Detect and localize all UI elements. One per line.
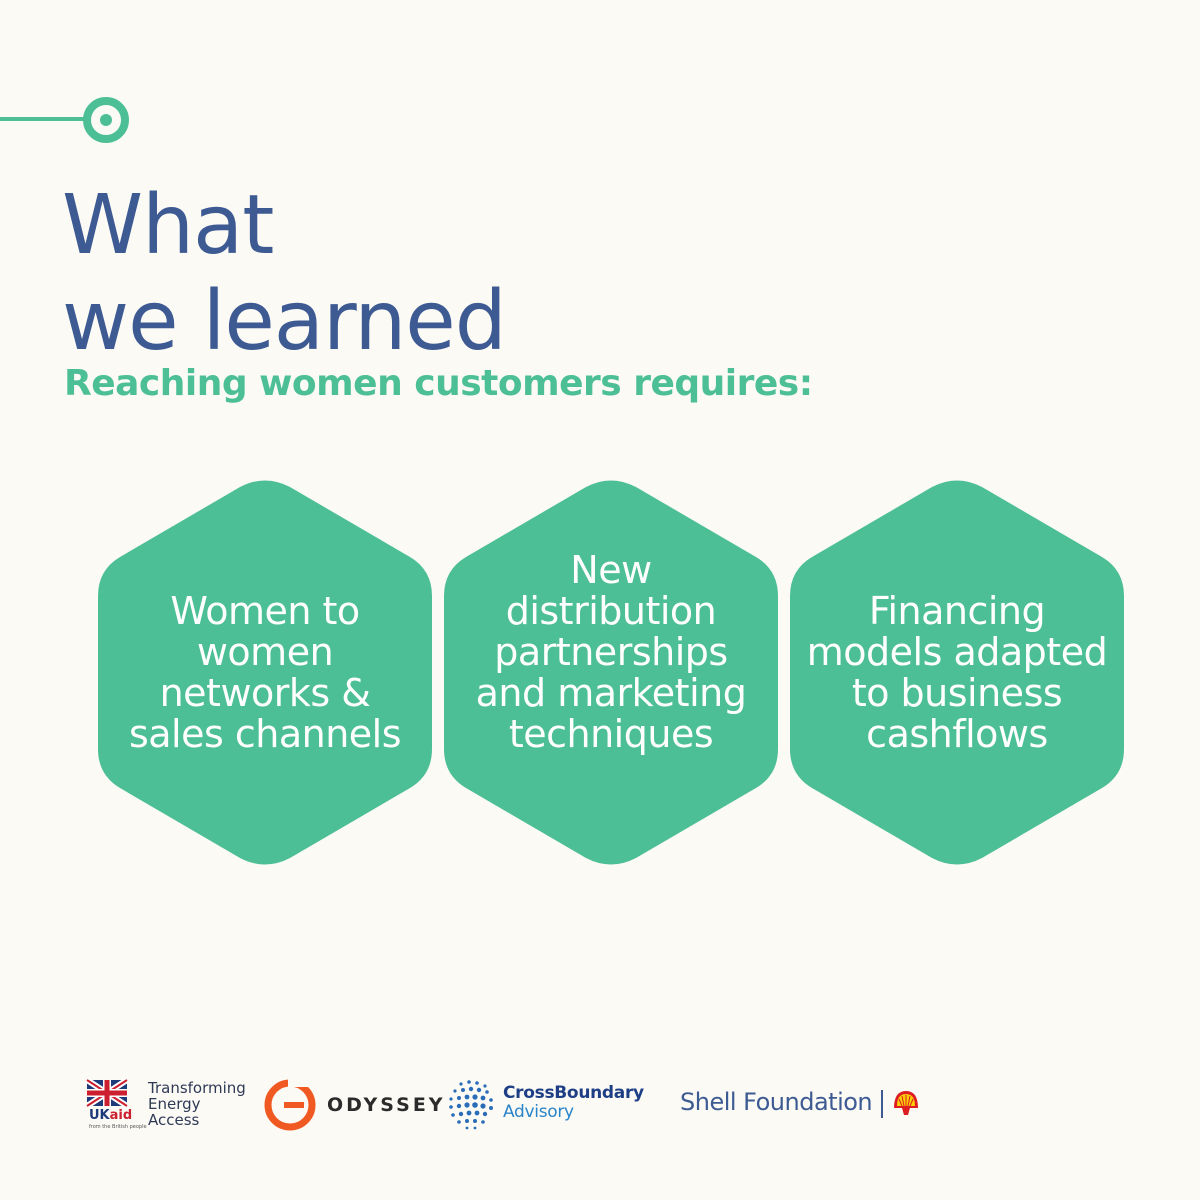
hexagon-line: partnerships [494, 630, 728, 674]
crossboundary-line-2: Advisory [503, 1102, 574, 1122]
hexagon-shape [790, 480, 1124, 865]
tea-line-1: Transforming [148, 1079, 246, 1097]
odyssey-ring-icon [264, 1077, 318, 1131]
hexagon-line: sales channels [128, 711, 402, 756]
tea-line-3: Access [148, 1111, 200, 1129]
title-line-1: What [62, 178, 274, 273]
circle-dot-icon [83, 97, 129, 143]
shell-foundation-wordmark: Shell Foundation [680, 1088, 873, 1116]
hexagon-text: New distribution partnerships and market… [446, 480, 776, 865]
crossboundary-wordmark: CrossBoundary Advisory [503, 1084, 644, 1122]
hexagon-text: Financing models adapted to business cas… [792, 480, 1122, 865]
hexagon-line: cashflows [866, 711, 1048, 756]
dotted-globe-icon [449, 1080, 493, 1130]
page-subtitle: Reaching women customers requires: [64, 363, 813, 404]
shell-pecten-icon [894, 1091, 918, 1115]
title-line-2: we learned [62, 274, 507, 369]
hexagon-line: networks & [159, 670, 371, 715]
hexagon-distribution: New distribution partnerships and market… [436, 480, 786, 865]
ukaid-wordmark: UKaid [89, 1108, 132, 1123]
tea-line-2: Energy [148, 1095, 201, 1113]
hexagon-text: Women to women networks & sales channels [100, 480, 430, 865]
hexagon-line: women [196, 629, 334, 674]
hexagon-line: and marketing [475, 671, 747, 715]
hexagon-shape [444, 480, 778, 865]
ukaid-aid: aid [109, 1108, 133, 1123]
shell-divider [881, 1090, 883, 1118]
union-jack-icon [85, 1078, 129, 1109]
hexagon-line: Financing [868, 588, 1046, 633]
hexagon-line: models adapted [806, 629, 1108, 674]
partner-logo-bar: UKaid from the British people Transformi… [85, 1070, 945, 1140]
ukaid-uk: UK [89, 1108, 110, 1123]
tea-logo-text: Transforming Energy Access [148, 1080, 246, 1128]
hexagon-line: techniques [508, 712, 714, 756]
hexagon-shape [98, 480, 432, 865]
hexagon-row: Women to women networks & sales channels… [80, 480, 1140, 870]
hexagon-women-networks: Women to women networks & sales channels [90, 480, 440, 865]
hexagon-line: Women to [170, 588, 360, 633]
hexagon-financing: Financing models adapted to business cas… [782, 480, 1132, 865]
hexagon-line: distribution [505, 589, 717, 633]
hexagon-line: to business [851, 670, 1063, 715]
ukaid-tagline: from the British people [89, 1124, 147, 1130]
accent-line [0, 117, 90, 121]
crossboundary-line-1: CrossBoundary [503, 1083, 644, 1103]
page-title: What we learned [62, 178, 507, 370]
odyssey-wordmark: ODYSSEY [327, 1094, 446, 1116]
hexagon-line: New [570, 548, 652, 592]
